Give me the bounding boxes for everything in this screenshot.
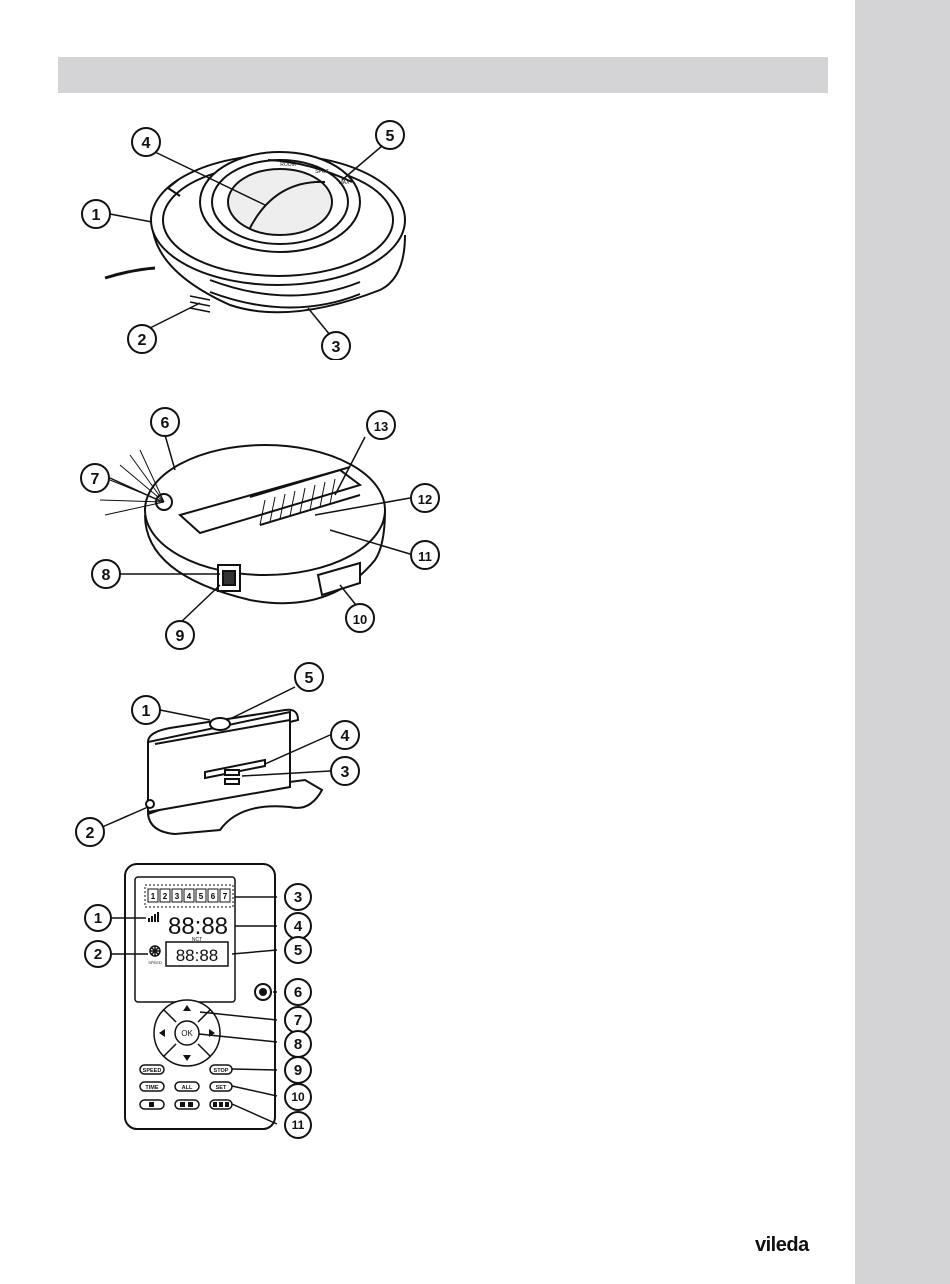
callout-13: 13 <box>374 419 388 434</box>
day-2: 2 <box>163 892 168 901</box>
speed-button-label: SPEED <box>143 1068 162 1074</box>
remote-figure: 1 2 3 4 5 6 7 88:88 NCT 88:88 SPEED OK <box>60 862 335 1147</box>
remote-callout-8: 8 <box>294 1036 302 1053</box>
callout-2: 2 <box>138 332 147 349</box>
callout-9: 9 <box>176 628 185 645</box>
dock-callout-2: 2 <box>86 825 95 842</box>
mode-3-icon <box>225 1102 229 1107</box>
dock-callout-1: 1 <box>142 703 151 720</box>
callout-11: 11 <box>418 549 432 564</box>
robot-bottom-figure: 6 7 8 9 10 11 12 13 <box>60 405 450 650</box>
dock-callout-4: 4 <box>341 728 350 745</box>
time-button-label: TIME <box>145 1085 158 1091</box>
remote-callout-5: 5 <box>294 942 302 959</box>
stop-button-label: STOP <box>214 1068 229 1074</box>
fan-icon <box>150 946 160 956</box>
remote-callout-10: 10 <box>291 1090 305 1104</box>
remote-callout-11: 11 <box>292 1118 305 1132</box>
callout-8: 8 <box>102 567 111 584</box>
button-label-room: ROOM <box>280 162 296 168</box>
robot-top-figure: 4 5 1 2 3 ROOM SPOT MAX <box>60 110 430 360</box>
day-3: 3 <box>175 892 180 901</box>
remote-callout-7: 7 <box>294 1012 302 1029</box>
dock-callout-5: 5 <box>305 670 314 687</box>
callout-4: 4 <box>142 135 151 152</box>
mode-2-icon <box>188 1102 193 1107</box>
sub-time-display: 88:88 <box>176 946 219 965</box>
dock-figure: 1 5 4 3 2 <box>60 662 380 852</box>
callout-6: 6 <box>161 415 170 432</box>
dock-callout-3: 3 <box>341 764 350 781</box>
callout-5: 5 <box>386 128 395 145</box>
power-button[interactable] <box>255 984 271 1000</box>
vileda-logo: vileda <box>755 1234 809 1257</box>
day-5: 5 <box>199 892 204 901</box>
day-4: 4 <box>187 892 192 901</box>
remote-callout-3: 3 <box>294 889 302 906</box>
fan-label: SPEED <box>148 960 162 965</box>
callout-7: 7 <box>91 471 100 488</box>
day-7: 7 <box>223 892 228 901</box>
header-bar <box>58 57 828 93</box>
remote-callout-2: 2 <box>94 946 102 963</box>
sub-display-tag: NCT <box>192 937 202 943</box>
set-button-label: SET <box>216 1085 227 1091</box>
ok-button[interactable]: OK <box>181 1029 193 1038</box>
callout-10: 10 <box>353 612 367 627</box>
button-label-max: MAX <box>339 180 351 186</box>
day-1: 1 <box>151 892 156 901</box>
callout-3: 3 <box>332 339 341 356</box>
side-tab <box>855 0 950 1284</box>
remote-callout-1: 1 <box>94 910 102 927</box>
mode-1-icon <box>149 1102 154 1107</box>
remote-callout-9: 9 <box>294 1062 302 1079</box>
day-6: 6 <box>211 892 216 901</box>
callout-12: 12 <box>418 492 432 507</box>
callout-1: 1 <box>92 207 101 224</box>
button-label-spot: SPOT <box>315 169 329 175</box>
mode-2-button[interactable] <box>175 1100 199 1109</box>
remote-callout-4: 4 <box>294 918 303 935</box>
time-display: 88:88 <box>168 913 228 940</box>
all-button-label: ALL <box>182 1085 193 1091</box>
remote-callout-6: 6 <box>294 984 302 1001</box>
